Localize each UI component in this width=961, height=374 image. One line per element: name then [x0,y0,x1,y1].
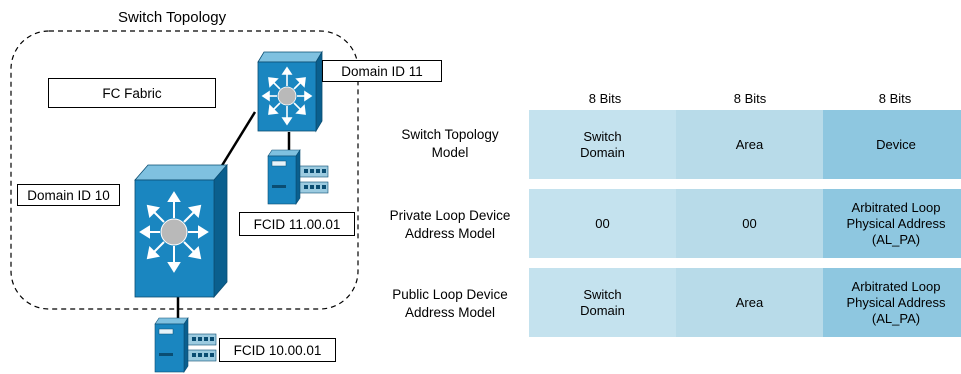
edge-switch-icon [257,50,323,133]
cell-public-al-pa: Arbitrated Loop Physical Address (AL_PA) [823,268,961,337]
core-server-icon [154,317,217,373]
column-header-3: 8 Bits [878,91,912,106]
core-switch-icon [134,163,228,299]
edge-device-fcid: FCID 11.00.01 [239,212,355,236]
column-header-2: 8 Bits [733,91,767,106]
row-label-private-loop: Private Loop Device Address Model [389,208,511,241]
cell-private-area: 00 [676,189,823,258]
core-device-fcid: FCID 10.00.01 [219,338,336,362]
cell-private-domain: 00 [529,189,676,258]
core-switch-label: Domain ID 10 [17,184,120,206]
column-header-1: 8 Bits [588,91,622,106]
row-label-public-loop: Public Loop Device Address Model [392,287,508,320]
cell-public-domain: Switch Domain [529,268,676,337]
row-label-switch-topology: Switch Topology Model [401,127,499,160]
cell-public-area: Area [676,268,823,337]
cell-area: Area [676,110,823,179]
fabric-label: FC Fabric [48,78,216,108]
cell-private-al-pa: Arbitrated Loop Physical Address (AL_PA) [823,189,961,258]
fabric-boundary [10,30,359,310]
edge-server-icon [267,149,329,205]
cell-device: Device [823,110,961,179]
topology-title: Switch Topology [118,9,227,26]
cell-switch-domain: Switch Domain [529,110,676,179]
edge-switch-label: Domain ID 11 [322,60,442,82]
